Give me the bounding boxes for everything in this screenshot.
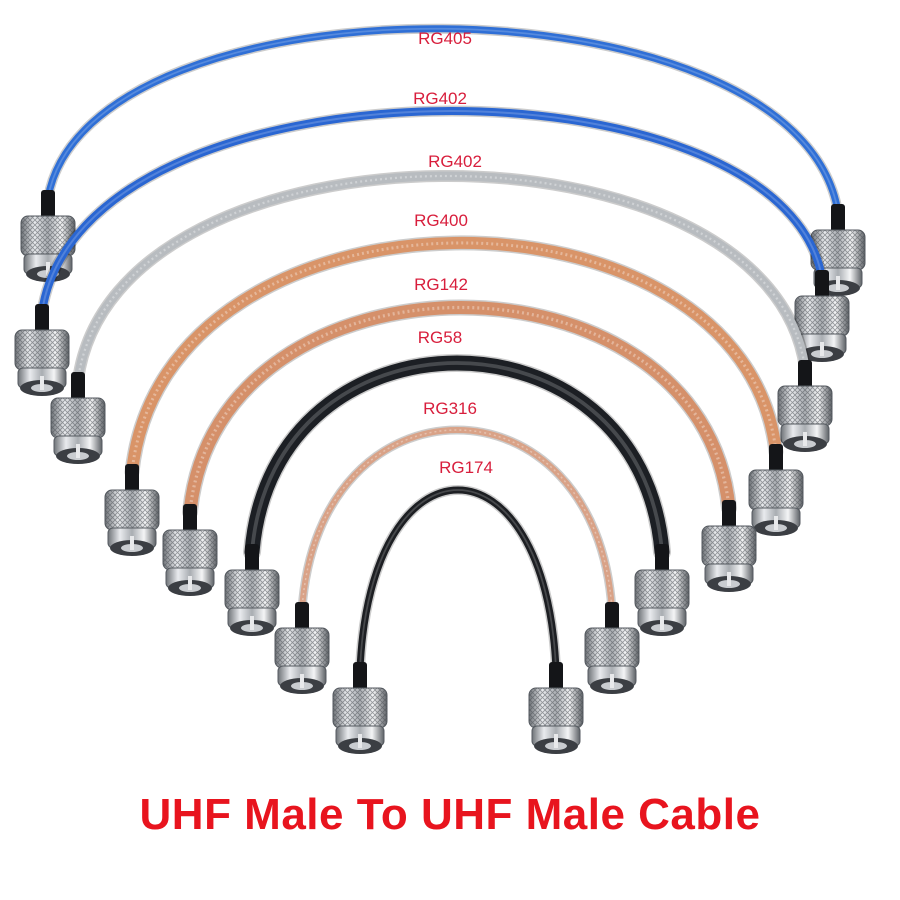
cable-label: RG174 — [439, 458, 493, 477]
cable-label: RG400 — [414, 211, 468, 230]
uhf-male-connector-icon — [20, 190, 76, 282]
cable-label: RG58 — [418, 328, 462, 347]
cable-rg402-1 — [14, 105, 850, 396]
uhf-male-connector-icon — [14, 304, 70, 396]
uhf-male-connector-icon — [777, 360, 833, 452]
uhf-male-connector-icon — [794, 270, 850, 362]
uhf-male-connector-icon — [50, 372, 106, 464]
cable-label: RG142 — [414, 275, 468, 294]
uhf-male-connector-icon — [274, 602, 330, 694]
uhf-male-connector-icon — [584, 602, 640, 694]
cable-rg58-5 — [224, 354, 690, 636]
cable-rg142-4 — [162, 299, 757, 596]
uhf-male-connector-icon — [748, 444, 804, 536]
cable-rg174-7 — [332, 485, 584, 754]
cable-label: RG405 — [418, 29, 472, 48]
uhf-male-connector-icon — [162, 504, 218, 596]
cable-label: RG316 — [423, 399, 477, 418]
cable-rg316-6 — [274, 425, 640, 694]
cable-label: RG402 — [428, 152, 482, 171]
cable-rg400-3 — [104, 235, 804, 556]
uhf-male-connector-icon — [224, 544, 280, 636]
cable-rg402-2 — [50, 170, 833, 464]
uhf-male-connector-icon — [634, 544, 690, 636]
uhf-male-connector-icon — [528, 662, 584, 754]
product-caption: UHF Male To UHF Male Cable — [139, 790, 761, 839]
uhf-male-connector-icon — [104, 464, 160, 556]
uhf-male-connector-icon — [332, 662, 388, 754]
uhf-male-connector-icon — [701, 500, 757, 592]
cable-label: RG402 — [413, 89, 467, 108]
